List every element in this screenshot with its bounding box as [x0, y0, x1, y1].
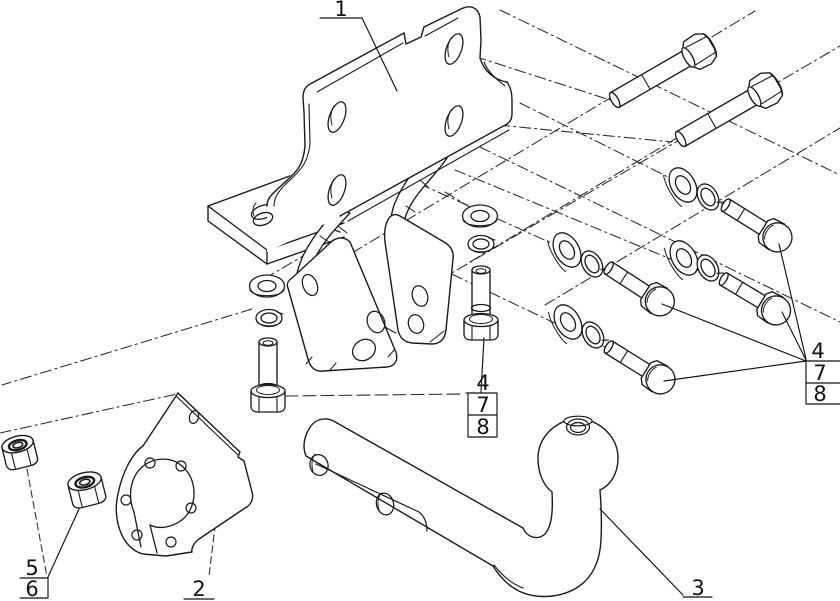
lock-nut-lower	[67, 471, 107, 509]
stud-bolt-right	[463, 265, 499, 341]
hex-bolt-short-3	[603, 261, 676, 317]
flat-washer-4	[548, 304, 583, 345]
callouts: 1 2 3 4 7 8 4 7 8 5 6	[19, 0, 840, 601]
flat-washer-1	[663, 167, 698, 208]
spring-washer-2	[696, 254, 725, 282]
part-number-1: 1	[334, 0, 347, 21]
bracket-vertical-plate	[252, 6, 513, 253]
svg-text:6: 6	[25, 577, 38, 601]
svg-text:8: 8	[476, 415, 489, 439]
callout-part3: 3	[599, 508, 713, 600]
hex-bolt-short-4	[603, 340, 676, 395]
spring-washer-1	[696, 183, 725, 211]
svg-text:4: 4	[476, 371, 489, 395]
lock-nut-upper	[1, 434, 39, 471]
spring-washer-4	[581, 321, 610, 349]
svg-text:4: 4	[811, 339, 824, 363]
callout-part2: 2	[183, 577, 215, 601]
hex-bolt-long-2	[674, 72, 784, 148]
stud-bolt-left	[250, 337, 286, 413]
part-number-3: 3	[691, 576, 704, 600]
flat-washer-6	[461, 204, 499, 228]
svg-text:7: 7	[813, 361, 826, 385]
callout-nuts: 5 6	[19, 508, 80, 601]
hex-bolt-long-1	[608, 33, 718, 109]
socket-plate	[115, 392, 254, 557]
spring-washer-5	[255, 308, 284, 328]
svg-text:7: 7	[476, 393, 489, 417]
washers	[248, 167, 725, 349]
spring-washer-3	[580, 250, 609, 278]
svg-text:8: 8	[813, 382, 826, 406]
tow-ball	[303, 415, 619, 598]
callout-stack-right: 4 7 8	[661, 243, 840, 406]
part-number-2: 2	[192, 577, 205, 601]
svg-text:5: 5	[25, 556, 38, 580]
callout-stack-left: 4 7 8	[465, 337, 498, 439]
clevis-front-plate	[286, 237, 398, 372]
callout-part1: 1	[319, 0, 398, 92]
hex-bolt-short-1	[720, 198, 793, 253]
spring-washer-6	[467, 234, 496, 254]
clevis-back-plate	[359, 213, 454, 345]
flat-washer-2	[664, 240, 699, 281]
flat-washer-3	[547, 232, 582, 273]
hex-bolt-short-2	[718, 272, 792, 326]
flat-washer-5	[248, 274, 286, 298]
